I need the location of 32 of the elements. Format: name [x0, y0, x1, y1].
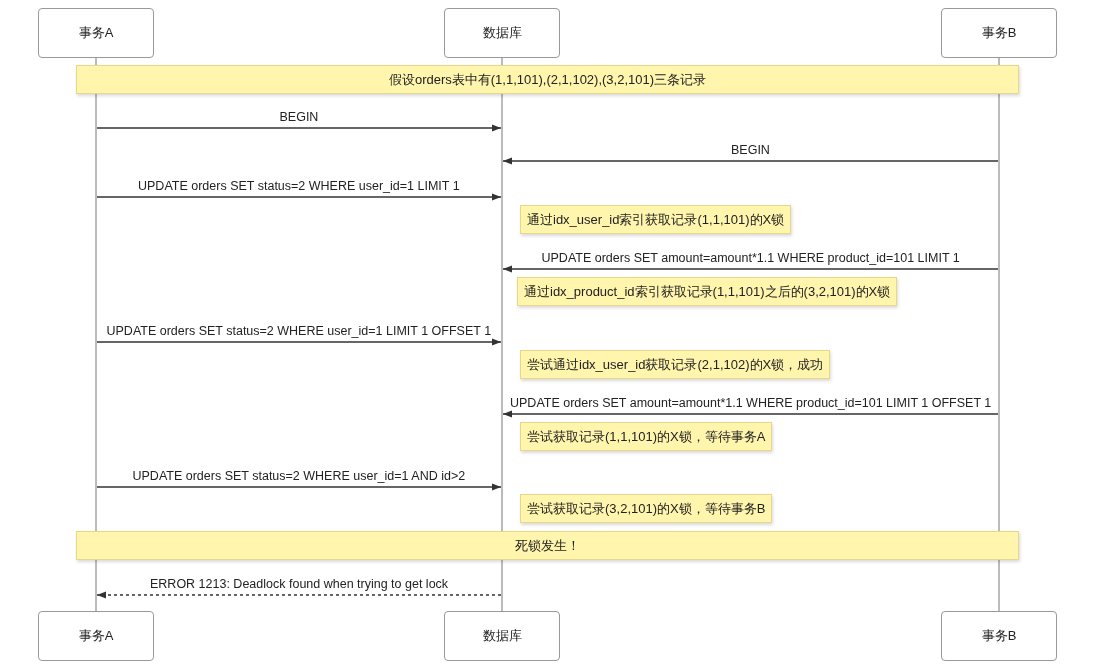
note-box: 死锁发生！	[76, 531, 1019, 560]
note-box: 通过idx_product_id索引获取记录(1,1,101)之后的(3,2,101)的X锁	[517, 277, 898, 306]
edge-label: BEGIN	[729, 143, 772, 157]
participant-box: 事务A	[38, 8, 154, 58]
lifeline	[501, 58, 503, 611]
participant-box: 事务B	[941, 611, 1057, 661]
lifeline	[95, 58, 97, 611]
note-box: 尝试获取记录(1,1,101)的X锁，等待事务A	[520, 422, 773, 451]
participant-box: 数据库	[444, 611, 560, 661]
message-arrow	[96, 338, 502, 346]
message-arrow	[502, 157, 999, 165]
edge-label: UPDATE orders SET status=2 WHERE user_id=1 LIMIT 1	[136, 179, 462, 193]
edge-label: ERROR 1213: Deadlock found when trying to get lock	[148, 577, 451, 591]
note-box: 尝试通过idx_user_id获取记录(2,1,102)的X锁，成功	[520, 350, 831, 379]
note-box: 通过idx_user_id索引获取记录(1,1,101)的X锁	[520, 205, 792, 234]
edge-label: UPDATE orders SET amount=amount*1.1 WHERE product_id=101 LIMIT 1	[539, 251, 962, 265]
message-arrow	[502, 265, 999, 273]
lifeline	[998, 58, 1000, 611]
participant-box: 数据库	[444, 8, 560, 58]
note-box: 假设orders表中有(1,1,101),(2,1,102),(3,2,101)三条记录	[76, 65, 1019, 94]
message-arrow	[96, 591, 502, 599]
edge-label: BEGIN	[277, 110, 321, 124]
message-arrow	[502, 410, 999, 418]
edge-label: UPDATE orders SET status=2 WHERE user_id=1 AND id>2	[130, 469, 468, 483]
message-arrow	[96, 483, 502, 491]
note-box: 尝试获取记录(3,2,101)的X锁，等待事务B	[520, 494, 773, 523]
participant-box: 事务B	[941, 8, 1057, 58]
edge-label: UPDATE orders SET status=2 WHERE user_id=1 LIMIT 1 OFFSET 1	[104, 324, 494, 338]
message-arrow	[96, 124, 502, 132]
participant-box: 事务A	[38, 611, 154, 661]
edge-label: UPDATE orders SET amount=amount*1.1 WHERE product_id=101 LIMIT 1 OFFSET 1	[508, 396, 994, 410]
message-arrow	[96, 193, 502, 201]
